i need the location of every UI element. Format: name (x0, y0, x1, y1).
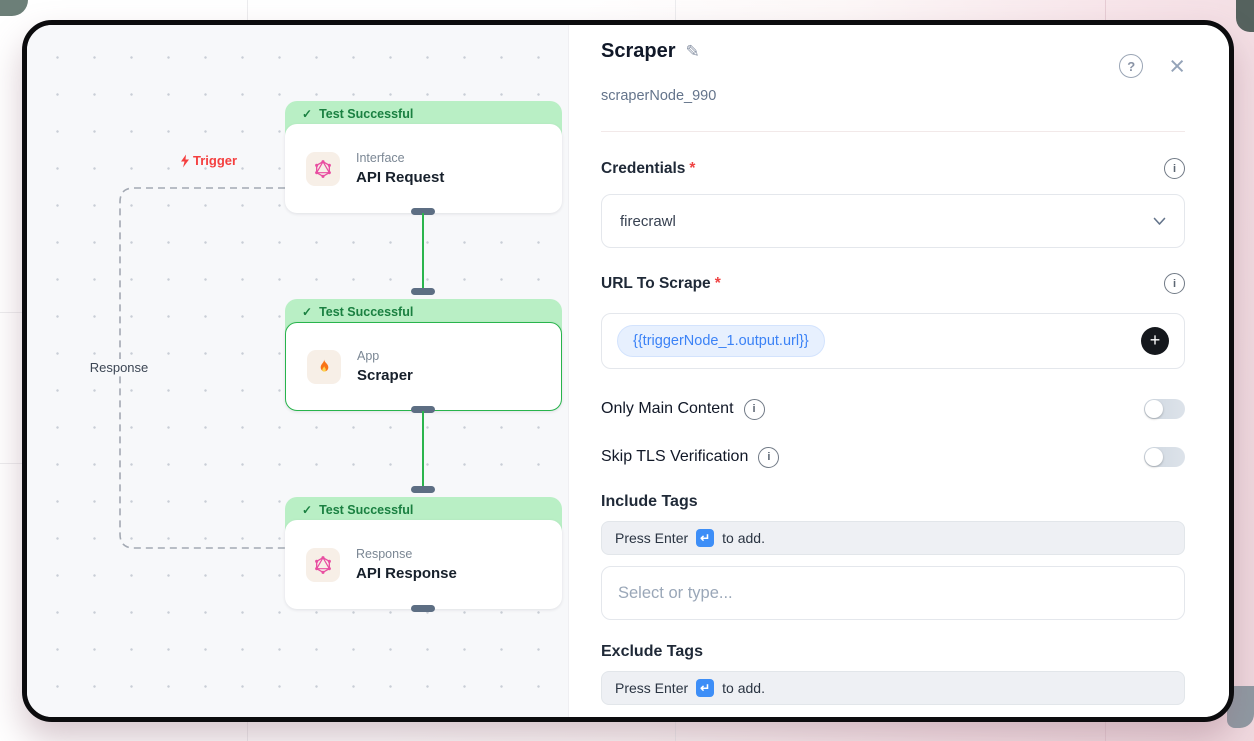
connection-handle[interactable] (411, 605, 435, 612)
edge-node1-node2 (422, 213, 424, 293)
node-status-text: Test Successful (319, 305, 414, 319)
hex-graph-icon (306, 151, 340, 186)
node-card: App Scraper (285, 322, 562, 411)
node-scraper[interactable]: ✓ Test Successful App Scraper (285, 299, 562, 411)
workflow-canvas[interactable]: Trigger Response ✓ Test Successful (27, 25, 568, 717)
include-tags-hint: Press Enter ↵ to add. (601, 521, 1185, 555)
connection-handle[interactable] (411, 486, 435, 493)
node-type-label: Interface (356, 151, 405, 165)
only-main-content-label: Only Main Content (601, 400, 734, 417)
skip-tls-label: Skip TLS Verification (601, 448, 749, 465)
node-type-label: Response (356, 547, 413, 561)
background-corner-shape (0, 0, 28, 16)
help-icon[interactable]: ? (1119, 54, 1144, 78)
include-tags-label: Include Tags (601, 493, 698, 510)
required-asterisk: * (689, 159, 696, 177)
background-corner-shape (1236, 0, 1254, 32)
lightning-bolt-icon (181, 154, 189, 167)
node-card: Response API Response (285, 520, 562, 609)
check-icon: ✓ (302, 107, 313, 121)
credentials-value: firecrawl (620, 212, 676, 230)
skip-tls-toggle[interactable] (1144, 447, 1185, 467)
exclude-tags-hint: Press Enter ↵ to add. (601, 671, 1185, 705)
exclude-tags-label: Exclude Tags (601, 643, 703, 660)
chevron-down-icon (1153, 217, 1166, 225)
node-title: Scraper (357, 367, 413, 384)
edit-title-icon[interactable]: ✎ (685, 41, 700, 61)
hex-graph-icon (306, 547, 340, 582)
url-label: URL To Scrape* (601, 274, 721, 292)
response-edge-label: Response (83, 359, 155, 376)
header-divider (601, 131, 1185, 132)
hint-suffix: to add. (722, 680, 765, 696)
node-status-text: Test Successful (319, 503, 414, 517)
only-main-content-toggle[interactable] (1144, 399, 1185, 419)
hint-suffix: to add. (722, 530, 765, 546)
node-settings-panel: Scraper ✎ ? × scraperNode_990 Credential… (568, 25, 1229, 717)
panel-title: Scraper (601, 40, 676, 62)
node-api-response[interactable]: ✓ Test Successful Response API Response (285, 497, 562, 609)
url-input[interactable]: {{triggerNode_1.output.url}} + (601, 313, 1185, 369)
add-variable-button[interactable]: + (1141, 327, 1169, 355)
node-api-request[interactable]: ✓ Test Successful Interface API Request (285, 101, 562, 213)
enter-key-icon: ↵ (696, 679, 715, 697)
toggle-knob (1145, 448, 1163, 466)
info-icon[interactable]: i (743, 398, 765, 420)
check-icon: ✓ (302, 503, 313, 517)
info-icon[interactable]: i (1164, 273, 1185, 294)
background-grid-line (0, 463, 24, 464)
toggle-knob (1145, 400, 1163, 418)
node-title: API Response (356, 565, 457, 582)
close-icon[interactable]: × (1169, 51, 1185, 81)
info-icon[interactable]: i (1164, 158, 1185, 179)
include-tags-input[interactable] (601, 566, 1185, 620)
node-type-label: App (357, 349, 380, 363)
workflow-window: Trigger Response ✓ Test Successful (22, 20, 1234, 722)
check-icon: ✓ (302, 305, 313, 319)
hint-prefix: Press Enter (615, 530, 689, 546)
variable-token[interactable]: {{triggerNode_1.output.url}} (617, 325, 825, 357)
node-status-text: Test Successful (319, 107, 414, 121)
connection-handle[interactable] (411, 288, 435, 295)
enter-key-icon: ↵ (696, 529, 715, 547)
trigger-edge-label: Trigger (179, 153, 237, 168)
flame-icon (307, 349, 341, 384)
connection-handle[interactable] (411, 208, 435, 215)
required-asterisk: * (714, 274, 721, 292)
node-title: API Request (356, 169, 445, 186)
background-grid-line (0, 312, 24, 313)
credentials-select[interactable]: firecrawl (601, 194, 1185, 248)
node-id-label: scraperNode_990 (601, 88, 717, 104)
credentials-label: Credentials* (601, 159, 696, 177)
hint-prefix: Press Enter (615, 680, 689, 696)
info-icon[interactable]: i (758, 446, 780, 468)
node-card: Interface API Request (285, 124, 562, 213)
edge-node2-node3 (422, 411, 424, 486)
connection-handle[interactable] (411, 406, 435, 413)
